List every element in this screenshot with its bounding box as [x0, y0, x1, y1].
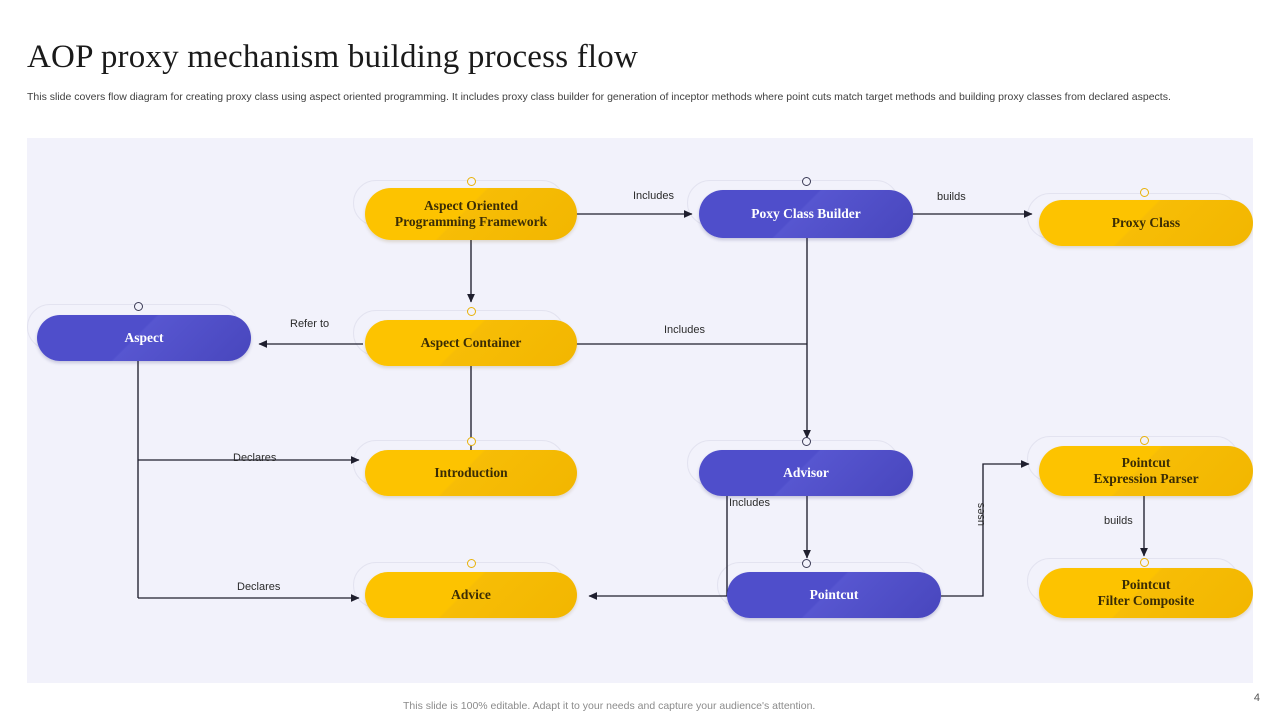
node-introduction[interactable]: Introduction: [365, 450, 577, 496]
page-subtitle: This slide covers flow diagram for creat…: [27, 91, 1171, 103]
node-knob-aop-framework: [467, 177, 476, 186]
node-label: Advice: [451, 586, 491, 602]
edge-label-includes-framework-builder: Includes: [633, 190, 674, 202]
node-knob-proxy-class: [1140, 188, 1149, 197]
node-pointcut-expression-parser[interactable]: Pointcut Expression Parser: [1039, 446, 1253, 496]
node-label: Introduction: [434, 464, 508, 480]
diagram-canvas: Includes builds Refer to Includes Declar…: [27, 138, 1253, 683]
node-aspect-container[interactable]: Aspect Container: [365, 320, 577, 366]
edge-label-builds-parser-filter: builds: [1104, 515, 1133, 527]
node-label-line2: Programming Framework: [394, 214, 548, 229]
edge-pointcut-to-parser: [941, 460, 1030, 597]
edge-advisor-to-advice: [588, 486, 728, 600]
node-label-line2: Filter Composite: [1097, 593, 1195, 608]
edge-label-refer-to: Refer to: [290, 318, 330, 330]
node-knob-advice: [467, 559, 476, 568]
edge-label-includes-container-advisor: Includes: [664, 324, 705, 336]
node-label: Aspect: [124, 329, 164, 345]
footer-note: This slide is 100% editable. Adapt it to…: [403, 700, 816, 712]
node-poxy-class-builder[interactable]: Poxy Class Builder: [699, 190, 913, 238]
node-label: Pointcut Filter Composite: [1084, 577, 1209, 610]
node-label-line1: Pointcut: [1121, 454, 1171, 470]
node-knob-aspect: [134, 302, 143, 311]
node-label: Advisor: [783, 464, 829, 480]
node-pointcut[interactable]: Pointcut: [727, 572, 941, 618]
node-knob-pointcut: [802, 559, 811, 568]
node-aspect[interactable]: Aspect: [37, 315, 251, 361]
edge-label-uses: uses: [975, 502, 987, 526]
page-number: 4: [1253, 692, 1260, 704]
edge-label-builds-builder-proxyclass: builds: [937, 191, 966, 203]
node-knob-introduction: [467, 437, 476, 446]
node-advisor[interactable]: Advisor: [699, 450, 913, 496]
edge-label-declares-advice: Declares: [237, 581, 281, 593]
node-knob-pointcut-filter-composite: [1140, 558, 1149, 567]
node-advice[interactable]: Advice: [365, 572, 577, 618]
node-label-line1: Aspect Oriented: [423, 197, 519, 213]
edge-label-includes-advisor-pointcut: Includes: [729, 497, 770, 509]
node-pointcut-filter-composite[interactable]: Pointcut Filter Composite: [1039, 568, 1253, 618]
node-knob-advisor: [802, 437, 811, 446]
edge-label-declares-introduction: Declares: [233, 452, 277, 464]
node-label: Pointcut: [809, 586, 859, 602]
page-title: AOP proxy mechanism building process flo…: [27, 39, 638, 75]
node-knob-proxy-builder: [802, 177, 811, 186]
node-knob-pointcut-expression-parser: [1140, 436, 1149, 445]
node-label: Aspect Container: [420, 334, 522, 350]
node-label: Pointcut Expression Parser: [1079, 455, 1212, 488]
node-label-line1: Pointcut: [1121, 576, 1171, 592]
node-label: Aspect Oriented Programming Framework: [381, 198, 561, 231]
node-knob-aspect-container: [467, 307, 476, 316]
node-proxy-class[interactable]: Proxy Class: [1039, 200, 1253, 246]
node-label-line2: Expression Parser: [1093, 471, 1199, 486]
node-aspect-oriented-programming-framework[interactable]: Aspect Oriented Programming Framework: [365, 188, 577, 240]
node-label: Proxy Class: [1111, 214, 1181, 230]
node-label: Poxy Class Builder: [751, 205, 861, 221]
